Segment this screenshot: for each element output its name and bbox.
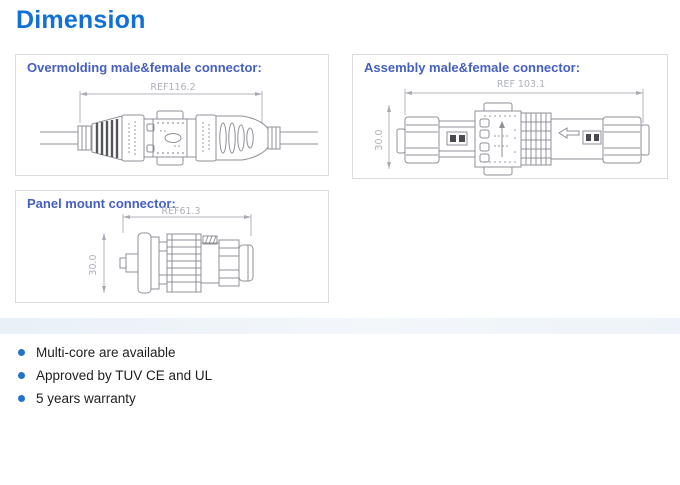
feature-label: Multi-core are available (36, 345, 176, 360)
bullet-icon (18, 349, 25, 356)
dimension-label-length: REF116.2 (150, 82, 195, 93)
feature-item: Multi-core are available (18, 341, 212, 364)
panel-mount-header: Panel mount connector: (27, 196, 176, 211)
feature-item: Approved by TUV CE and UL (18, 364, 212, 387)
panel-assembly-header: Assembly male&female connector: (364, 60, 581, 75)
bullet-icon (18, 372, 25, 379)
page-title: Dimension (16, 6, 146, 34)
dimension-label-length: REF61.3 (161, 206, 200, 217)
panel-overmolding-connector: Overmolding male&female connector: REF11… (15, 54, 329, 176)
feature-list: Multi-core are available Approved by TUV… (18, 341, 212, 410)
dimension-label-length: REF 103.1 (497, 79, 545, 90)
panel-mount-connector: Panel mount connector: REF61.3 30.0 (15, 190, 329, 303)
dimension-label-height: 30.0 (374, 129, 385, 150)
bullet-icon (18, 395, 25, 402)
panel-mount-connector-drawing: REF61.3 30.0 (88, 206, 254, 294)
panel-assembly-connector: Assembly male&female connector: REF 103.… (352, 54, 668, 179)
assembly-connector-drawing: REF 103.1 30.0 (374, 79, 650, 176)
dimension-label-height: 30.0 (88, 254, 99, 275)
overmolding-connector-drawing: REF116.2 (40, 82, 318, 166)
feature-label: Approved by TUV CE and UL (36, 368, 213, 383)
feature-item: 5 years warranty (18, 387, 212, 410)
panel-overmolding-header: Overmolding male&female connector: (27, 60, 262, 75)
feature-label: 5 years warranty (36, 391, 136, 406)
section-divider-band (0, 318, 680, 334)
